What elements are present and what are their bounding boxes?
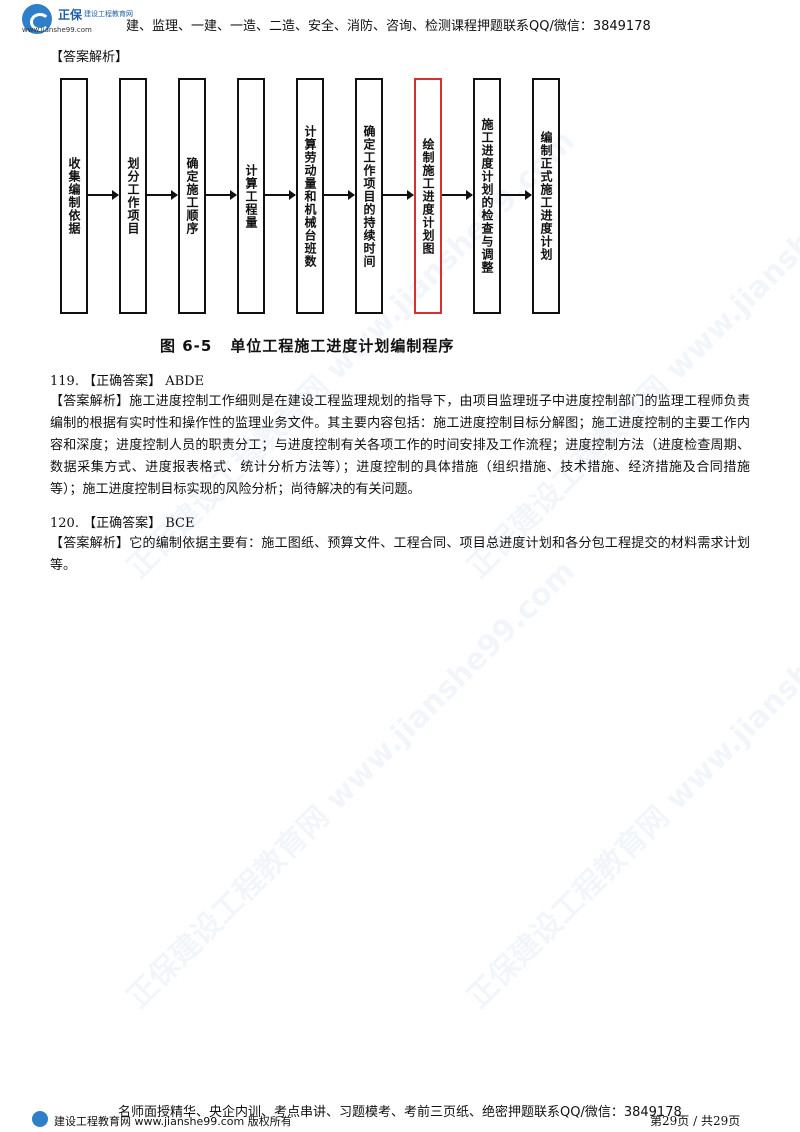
- explanation-120: 【答案解析】它的编制依据主要有：施工图纸、预算文件、工程合同、项目总进度计划和各…: [50, 536, 750, 573]
- page-number: 第29页 / 共29页: [650, 1114, 741, 1128]
- brand-sub: 建设工程教育网: [84, 10, 133, 18]
- flow-arrow: [265, 190, 296, 200]
- explanation-119: 【答案解析】施工进度控制工作细则是在建设工程监理规划的指导下，由项目监理班子中进…: [50, 394, 750, 497]
- flow-arrow: [147, 190, 178, 200]
- flowchart: 收集编制依据 划分工作项目 确定施工顺序 计算工程量 计算劳动量和机械台班数 确…: [60, 78, 560, 314]
- footer-brand: 建设工程教育网 www.jianshe99.com 版权所有: [54, 1115, 292, 1128]
- answer-119: 119. 【正确答案】 ABDE: [50, 374, 205, 389]
- flow-arrow: [501, 190, 532, 200]
- flow-step: 划分工作项目: [119, 78, 147, 314]
- section-label: 【答案解析】: [50, 50, 129, 65]
- watermark: 正保建设工程教育网 www.jianshe99.com: [120, 553, 582, 1016]
- brand-url: www.jianshe99.com: [22, 26, 92, 34]
- footer-logo-icon: [32, 1111, 48, 1127]
- watermark: 正保建设工程教育网 www.jianshe99.com: [460, 553, 800, 1016]
- figure-title: 单位工程施工进度计划编制程序: [230, 337, 455, 355]
- flow-step: 计算劳动量和机械台班数: [296, 78, 324, 314]
- flow-arrow: [383, 190, 414, 200]
- flow-arrow: [206, 190, 237, 200]
- flow-arrow: [442, 190, 473, 200]
- flow-step: 施工进度计划的检查与调整: [473, 78, 501, 314]
- flow-arrow: [88, 190, 119, 200]
- page-header: 正保 建设工程教育网 www.jianshe99.com 建、监理、一建、一造、…: [22, 4, 782, 38]
- footer-text: 名师面授精华、央企内训、考点串讲、习题模考、考前三页纸、绝密押题联系QQ/微信：…: [118, 1105, 682, 1120]
- flow-step: 计算工程量: [237, 78, 265, 314]
- flow-step: 编制正式施工进度计划: [532, 78, 560, 314]
- brand-name: 正保: [58, 8, 83, 22]
- figure-number: 图 6-5: [160, 337, 213, 355]
- flow-step-highlighted: 绘制施工进度计划图: [414, 78, 442, 314]
- flow-step: 确定施工顺序: [178, 78, 206, 314]
- brand-logo-icon: [22, 4, 52, 34]
- figure-caption: 图 6-5 单位工程施工进度计划编制程序: [160, 335, 454, 356]
- answer-120: 120. 【正确答案】 BCE: [50, 516, 195, 531]
- flow-step: 确定工作项目的持续时间: [355, 78, 383, 314]
- flow-step: 收集编制依据: [60, 78, 88, 314]
- header-text: 建、监理、一建、一造、二造、安全、消防、咨询、检测课程押题联系QQ/微信：384…: [126, 19, 651, 34]
- flow-arrow: [324, 190, 355, 200]
